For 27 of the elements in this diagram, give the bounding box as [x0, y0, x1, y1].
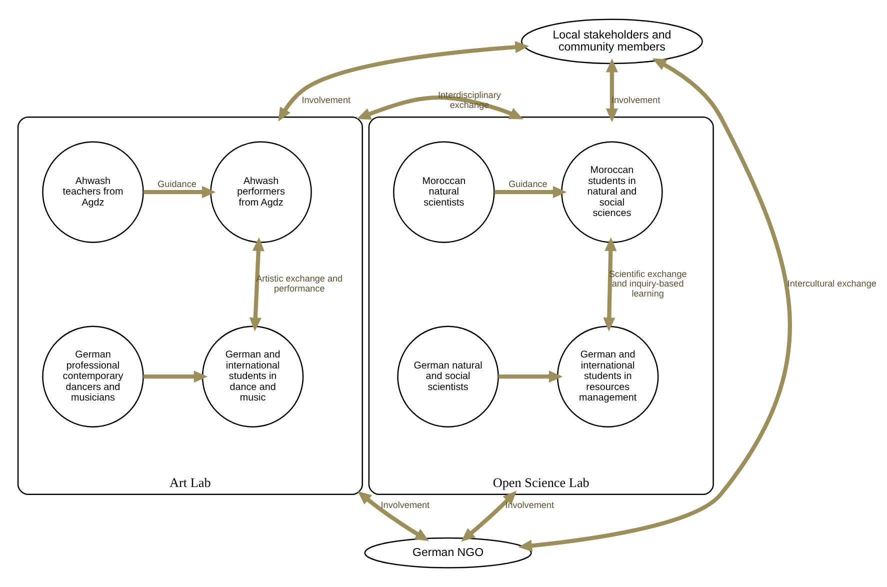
node-circle: German and international students in dance and music — [202, 326, 304, 428]
arrow — [249, 237, 264, 332]
arrow — [498, 370, 563, 383]
arrow — [358, 491, 429, 542]
edge-label: Intercultural exchange — [787, 278, 876, 289]
node-circle: German professional contemporary dancers and musicians — [42, 326, 144, 428]
arrow — [143, 370, 208, 383]
arrow — [603, 237, 617, 332]
edge-label: Guidance — [508, 178, 548, 189]
edge-label: Guidance — [158, 178, 196, 189]
node-circle: German and international students in resources management — [556, 326, 659, 428]
node-circle: Ahwash teachers from Agdz — [42, 141, 144, 243]
arrow — [606, 58, 618, 122]
edge-label: Involvement — [380, 500, 430, 510]
arrow — [356, 96, 524, 120]
edge-label: Involvement — [302, 94, 351, 105]
arrow — [143, 186, 216, 198]
node-circle: Moroccan natural scientists — [393, 141, 495, 243]
arrow — [461, 490, 517, 542]
node-circle: German natural and social scientists — [397, 326, 499, 428]
edge-label: Involvement — [505, 500, 554, 510]
node-ellipse: Local stakeholders and community members — [520, 18, 703, 64]
arrow — [494, 186, 567, 198]
arrow — [518, 58, 792, 552]
node-circle: Ahwash performers from Agdz — [210, 141, 312, 243]
arrow — [278, 41, 529, 122]
node-circle: Moroccan students in natural and social sciences — [561, 141, 663, 243]
